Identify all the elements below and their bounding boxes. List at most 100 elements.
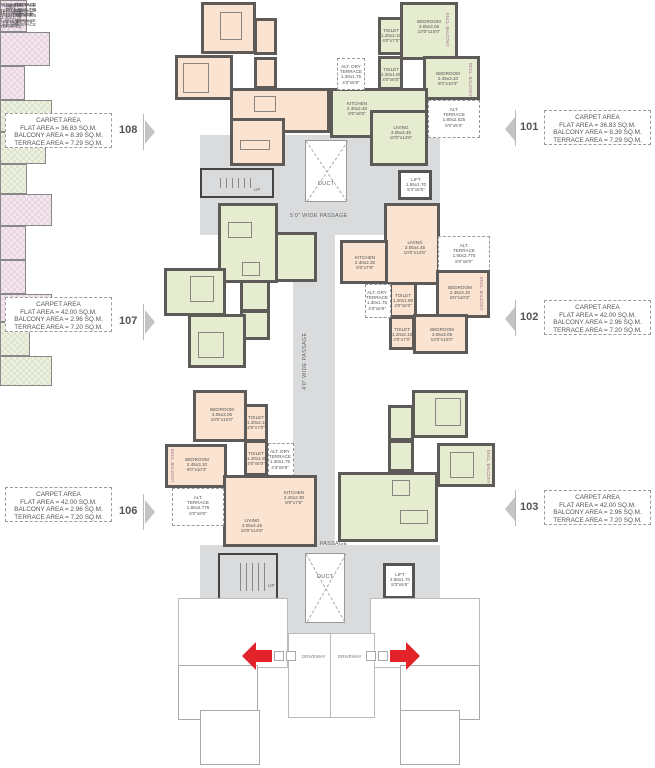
bedroom-103-2: ENCL. BALCONY: [437, 443, 495, 487]
duct-bottom: DUCT: [305, 553, 346, 624]
carpet-area-box: CARPET AREA FLAT AREA = 42.00 SQ.M. BALC…: [5, 297, 112, 332]
terrace-102: TERRACE 1.80x2.775 6'0"x9'0" TERRACE: [0, 2, 52, 226]
room-label: TERRACE: [14, 22, 36, 27]
balcony-label: ENCL. BALCONY: [479, 277, 484, 311]
toilet-103-2: [388, 440, 414, 472]
driveway-label-left: DRIVEWAY: [302, 654, 326, 659]
bed-icon: [450, 452, 474, 478]
toilet: [254, 18, 277, 55]
room-label: BEDROOM 3.05x3.05 10'0"x10'0": [210, 407, 234, 423]
lift-bottom: LIFT 2.50x1.70 8'3"x5'6": [383, 563, 415, 599]
living-label: LIVING 3.05x4.45 10'0"x14'6": [240, 518, 264, 534]
bed-icon: [183, 63, 209, 93]
lift-label: LIFT 1.55x1.70 5'3"x5'6": [405, 177, 427, 193]
room-label: DRY TERRACE 1.40x1.75 4'6"x5'9": [0, 3, 22, 24]
dining-table-icon: [392, 480, 410, 496]
room-label: TOILET 1.20x1.80 4'0"x6'0": [392, 293, 414, 309]
terrace-103: TERRACE: [0, 2, 52, 386]
terrace-label: TERRACE: [1, 3, 23, 8]
balcony-area: BALCONY AREA = 8.39 SQ.M.: [14, 132, 103, 139]
living: LIVING 3.05x4.45 10'0"x14'6": [370, 110, 428, 166]
kitchen-107: [275, 232, 317, 282]
carpet-area-box: CARPET AREA FLAT AREA = 36.83 SQ.M. BALC…: [5, 113, 112, 148]
carpet-area-title: CARPET AREA: [36, 301, 81, 308]
living-kitchen-106: KITCHEN 2.40x2.30 8'0"x7'6" LIVING 3.05x…: [223, 475, 317, 547]
room-label: TOILET 1.20x2.10 4'0"x7'0": [381, 28, 402, 44]
terrace-area: TERRACE AREA = 7.20 SQ.M.: [553, 516, 642, 524]
divider: [515, 110, 516, 146]
driveway-area: [288, 633, 333, 718]
balcony-label: ENCL. BALCONY: [486, 450, 491, 484]
balcony-area: BALCONY AREA = 2.96 SQ.M.: [14, 506, 103, 513]
parking-box: [378, 651, 388, 661]
room-label: TERRACE: [0, 24, 22, 29]
lift-top: LIFT 1.55x1.70 5'3"x5'6": [398, 170, 432, 200]
dining-table-icon: [254, 96, 276, 112]
room-label: BEDROOM 2.45x3.10 8'0"x10'3": [436, 71, 460, 87]
living-label: LIVING 3.05x4.45 10'0"x14'6": [403, 240, 427, 256]
room-label: TOILET 1.20x2.10 4'0"x7'0": [247, 415, 268, 431]
flat-number: 102: [520, 311, 539, 323]
carpet-area-box: CARPET AREA FLAT AREA = 36.83 SQ.M. BALC…: [544, 110, 651, 145]
sofa-icon: [228, 222, 252, 238]
carpet-area-title: CARPET AREA: [575, 304, 620, 311]
balcony-label: ENCL. BALCONY: [445, 13, 450, 47]
carpet-area-box: CARPET AREA FLAT AREA = 42.00 SQ.M. BALC…: [544, 300, 651, 335]
toilet-106-2: TOILET 1.20x1.80 4'0"x6'0": [244, 440, 268, 476]
kitchen-label: KITCHEN 2.40x2.40 8'0"x8'0": [346, 101, 368, 117]
balcony-label: ENCL. BALCONY: [468, 63, 473, 97]
room-label: BEDROOM 2.45x3.10 8'0"x10'3": [448, 285, 472, 301]
flat-103-plan: ENCL. BALCONY TERRACE: [0, 2, 655, 542]
room-label: ALT. DRY TERRACE 1.30x1.75 4'3"x5'9": [340, 64, 362, 85]
duct-label: DUCT: [318, 181, 335, 187]
room-label: ALT. DRY TERRACE 1.30x1.75 4'3"x5'9": [269, 449, 291, 470]
room-label: TOILET 1.20x1.80 4'0"x6'0": [247, 451, 268, 467]
divider: [143, 494, 144, 530]
driveway-area: [330, 633, 375, 718]
carpet-area-title: CARPET AREA: [575, 494, 620, 501]
room-label: ALT. TERRACE 1.80x2.775 6'0"x9'0": [186, 495, 210, 516]
balcony-label: ENCL. BALCONY: [170, 449, 175, 483]
bedroom-102-2: BEDROOM 3.05x3.05 10'0"x10'0": [413, 314, 468, 354]
terrace-area: TERRACE AREA = 7.29 SQ.M.: [553, 136, 642, 144]
driveway-exit-right-arrow-icon: [390, 642, 420, 670]
toilet-102-1: TOILET 1.20x1.80 4'0"x6'0": [389, 282, 417, 318]
toilet: [254, 57, 277, 89]
duct-top: DUCT: [305, 140, 348, 203]
bedroom-1: BEDROOM 3.05x3.05 10'0"x10'0" ENCL. BALC…: [400, 2, 458, 60]
living-kitchen-103: [338, 472, 438, 542]
flat-area: FLAT AREA = 42.00 SQ.M.: [20, 498, 97, 506]
room-label: TOILET 1.20x1.80 4'0"x6'0": [381, 67, 402, 83]
divider: [515, 300, 516, 336]
alt-terrace-106: ALT. TERRACE 1.80x2.775 6'0"x9'0": [172, 488, 224, 526]
toilet-106-1: TOILET 1.20x2.10 4'0"x7'0": [244, 404, 268, 442]
room-label: BEDROOM 3.05x3.05 10'0"x10'0": [430, 327, 454, 343]
alt-dry-terrace: ALT. DRY TERRACE 1.30x1.75 4'3"x5'9": [337, 58, 365, 90]
toilet-103-1: [388, 405, 414, 441]
lift-label: LIFT 2.50x1.70 8'3"x5'6": [389, 572, 411, 588]
kitchen-label: KITCHEN 2.40x2.30 8'0"x7'6": [354, 255, 376, 271]
passage-top-label: 5'0" WIDE PASSAGE: [290, 213, 348, 219]
flat-area: FLAT AREA = 36.83 SQ.M.: [20, 124, 97, 132]
flat-number: 101: [520, 121, 539, 133]
driveway-label-right: DRIVEWAY: [338, 654, 362, 659]
pointer-right-icon: [145, 310, 155, 334]
outline-block: [400, 710, 460, 765]
flat-number: 108: [119, 124, 138, 136]
kitchen-102: KITCHEN 2.40x2.30 8'0"x7'6": [340, 240, 388, 284]
carpet-area-box: CARPET AREA FLAT AREA = 42.00 SQ.M. BALC…: [544, 490, 651, 525]
divider: [515, 490, 516, 526]
dining-table-icon: [242, 262, 260, 276]
sofa-icon: [400, 510, 428, 524]
flat-108-plan: TERRACE TERRACE: [0, 0, 655, 166]
bed-icon: [198, 332, 224, 358]
balcony-area: BALCONY AREA = 2.96 SQ.M.: [553, 509, 642, 516]
carpet-area-title: CARPET AREA: [36, 491, 81, 498]
balcony-area: BALCONY AREA = 2.96 SQ.M.: [553, 319, 642, 326]
parking-box: [366, 651, 376, 661]
terrace-area: TERRACE AREA = 7.20 SQ.M.: [14, 323, 103, 331]
carpet-area-title: CARPET AREA: [36, 117, 81, 124]
room-label: ALT. DRY TERRACE 1.30x1.75 4'3"x5'9": [366, 290, 388, 311]
room-label: BEDROOM 2.45x3.10 8'0"x10'3": [185, 457, 209, 473]
flat-102-plan: LIVING 3.05x4.45 10'0"x14'6" KITCHEN 2.4…: [0, 2, 655, 354]
